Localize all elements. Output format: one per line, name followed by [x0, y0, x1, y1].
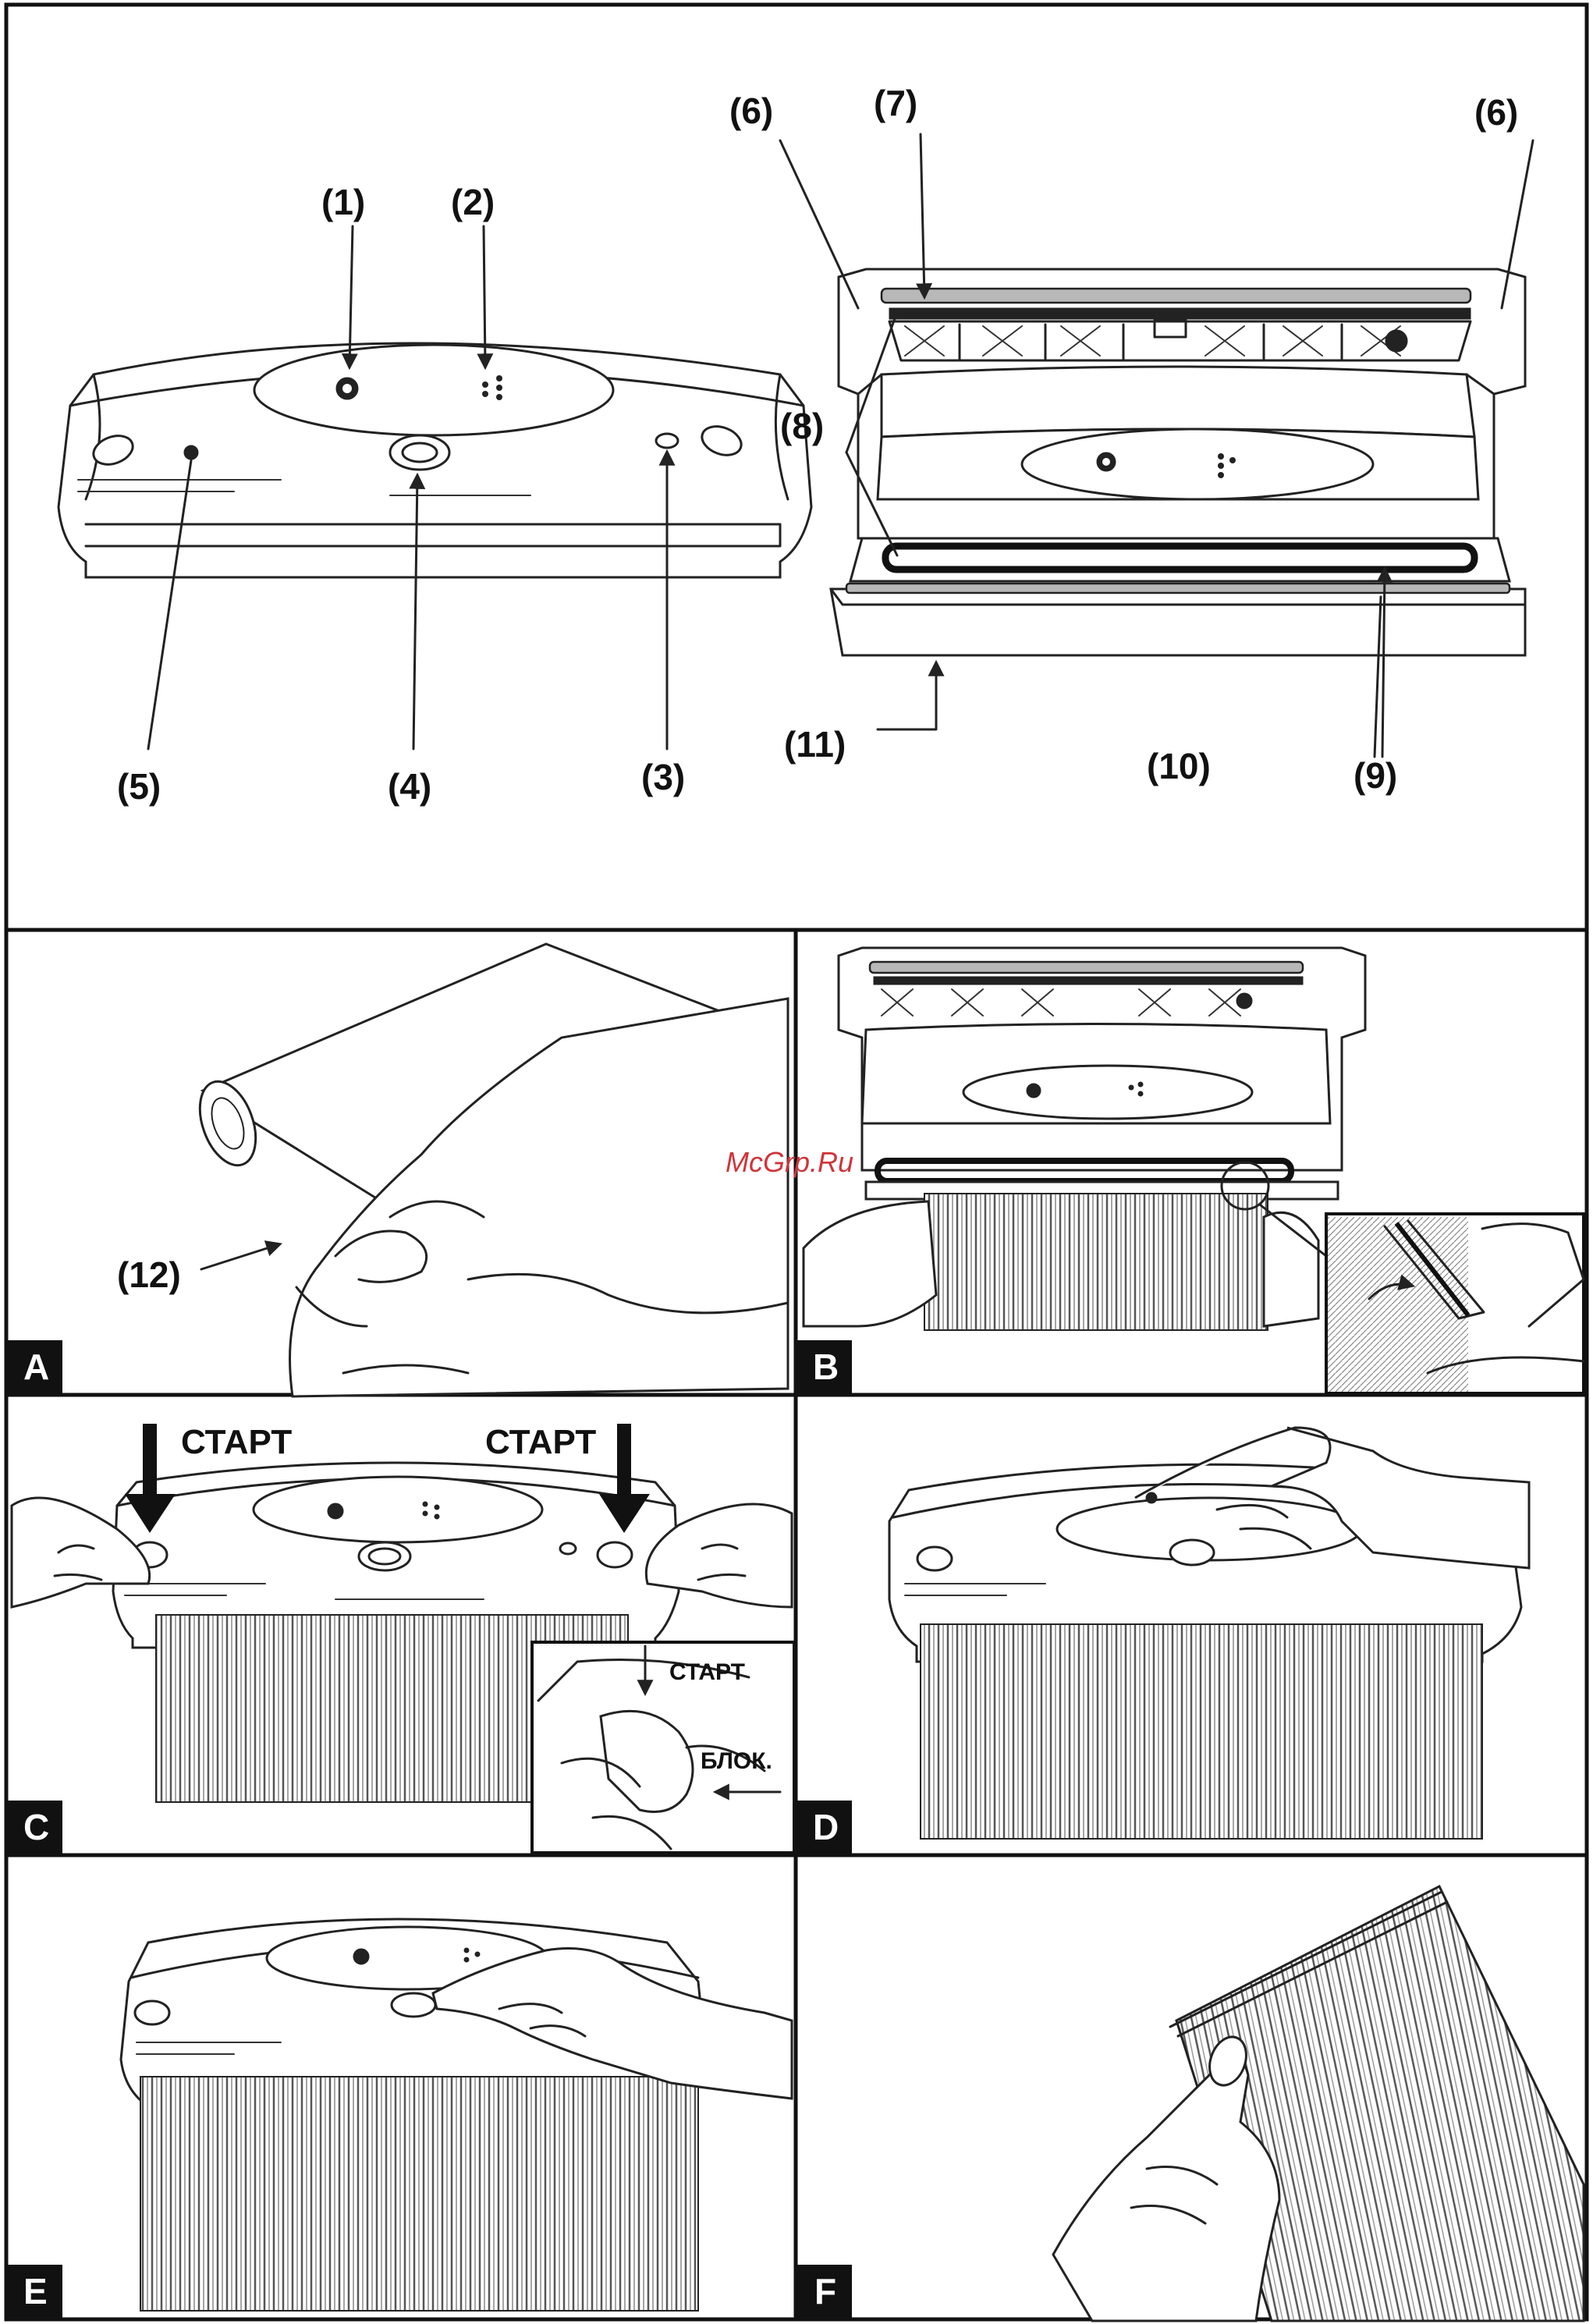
panel-a: (12) — [117, 944, 788, 1396]
appliance-front-view — [59, 343, 811, 577]
callout-3: (3) — [641, 757, 685, 797]
callout-9: (9) — [1354, 755, 1397, 796]
start-label-left: СТАРТ — [181, 1423, 292, 1461]
callout-11: (11) — [784, 724, 846, 765]
panel-label-f: F — [814, 2271, 836, 2312]
callout-12: (12) — [117, 1254, 181, 1295]
callout-2: (2) — [451, 182, 495, 222]
panel-label-a: A — [23, 1347, 49, 1387]
appliance-open-view — [831, 269, 1525, 655]
panel-b — [804, 948, 1584, 1393]
callout-7: (7) — [874, 83, 917, 123]
panel-label-d: D — [813, 1807, 839, 1847]
callout-1: (1) — [321, 182, 365, 222]
start-label-inset: СТАРТ — [669, 1659, 745, 1685]
callout-10: (10) — [1147, 746, 1211, 786]
panel-f — [1053, 1886, 1584, 2321]
panel-d — [889, 1428, 1529, 1839]
panel-e — [121, 1919, 792, 2311]
watermark: McGrp.Ru — [726, 1146, 853, 1178]
callout-8: (8) — [780, 406, 824, 446]
callout-6-right: (6) — [1474, 92, 1518, 133]
callout-6-left: (6) — [729, 90, 773, 131]
panel-label-b: B — [813, 1347, 839, 1387]
panel-c: СТАРТ СТАРТ СТАРТ БЛОК. — [12, 1423, 794, 1853]
callout-4: (4) — [388, 766, 431, 807]
callout-5: (5) — [117, 766, 161, 807]
panel-label-c: C — [23, 1807, 49, 1847]
panel-label-e: E — [23, 2271, 48, 2312]
lock-label-inset: БЛОК. — [701, 1748, 772, 1774]
start-label-right: СТАРТ — [485, 1423, 596, 1461]
